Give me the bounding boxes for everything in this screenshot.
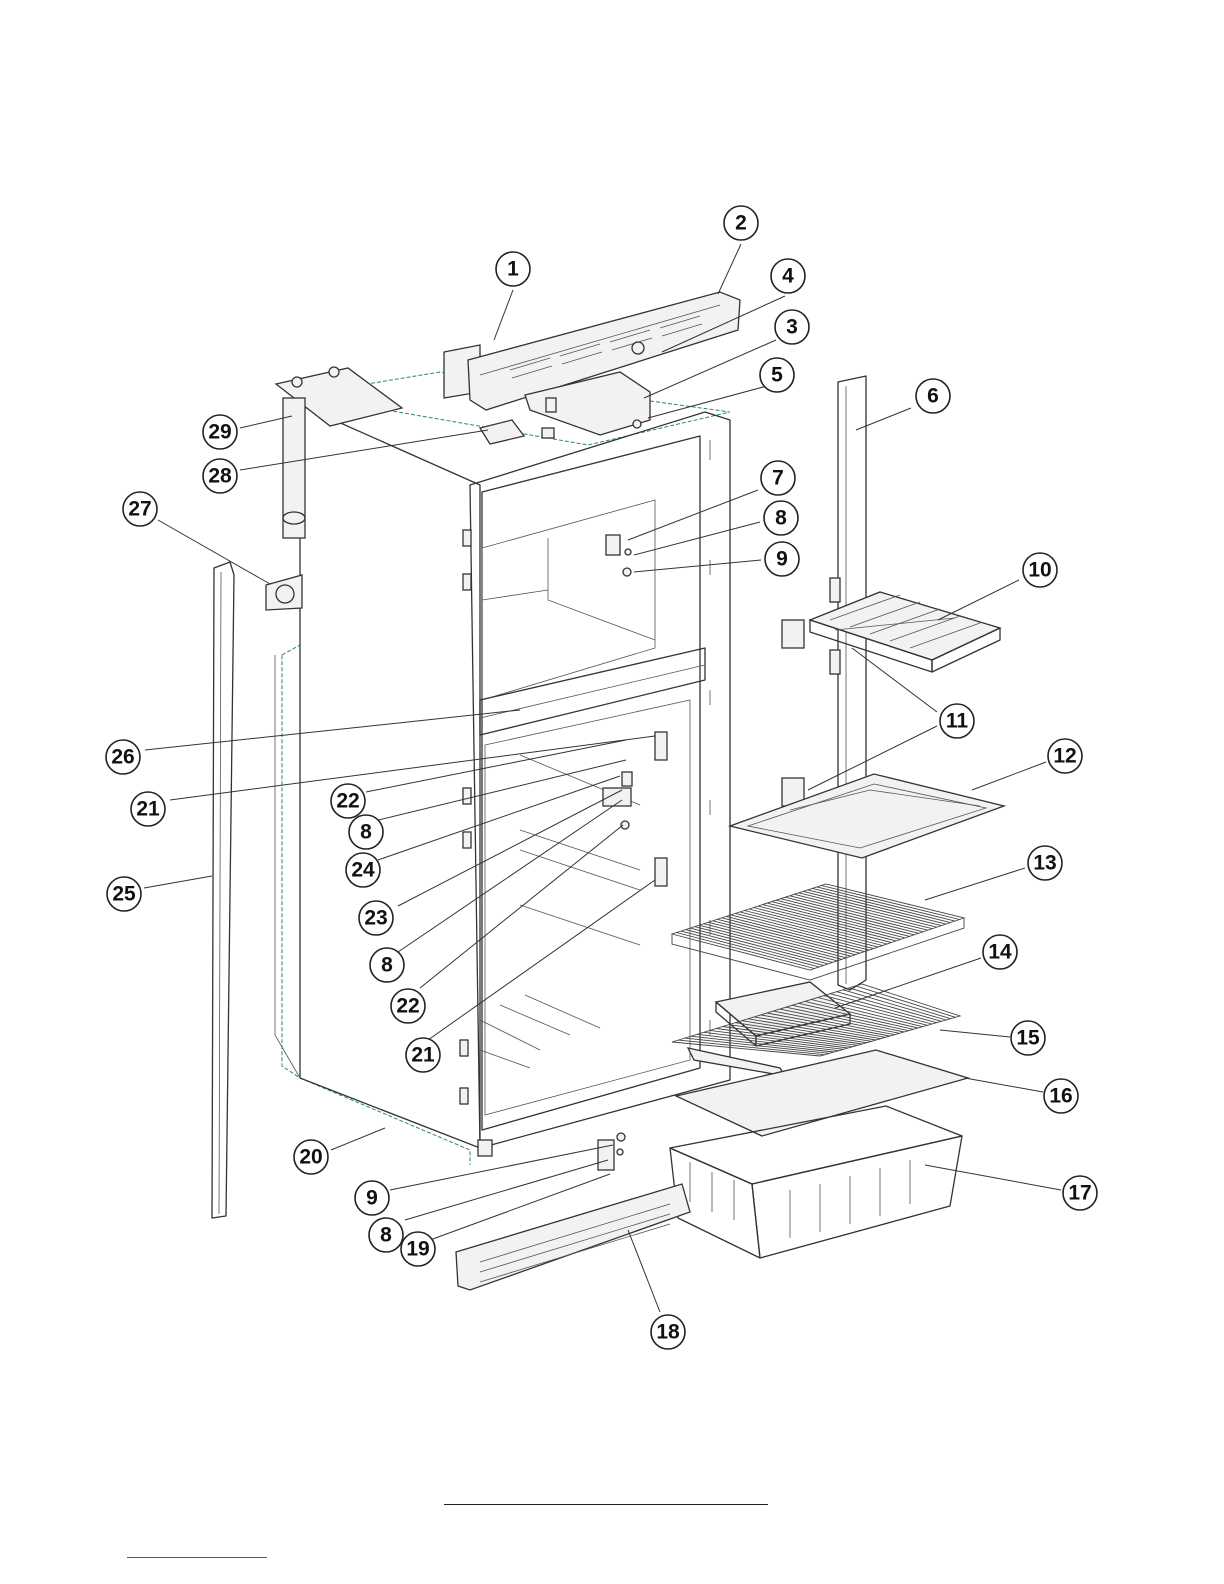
callout-23: 23 [359,901,393,935]
wire-shelf [672,884,964,980]
callout-label: 1 [507,258,519,281]
callout-label: 19 [406,1238,429,1261]
callout-label: 23 [364,907,387,930]
callout-21b: 21 [406,1038,440,1072]
callout-10: 10 [1023,553,1057,587]
callout-label: 24 [351,859,375,882]
callout-label: 9 [776,548,788,571]
callout-label: 8 [775,507,787,530]
callout-12: 12 [1048,739,1082,773]
callout-15: 15 [1011,1021,1045,1055]
callout-label: 8 [381,954,393,977]
bottom-grille [456,1184,690,1290]
glass-shelf [730,774,1004,858]
callout-1: 1 [496,252,530,286]
callout-label: 5 [771,364,783,387]
callout-label: 13 [1033,852,1056,875]
callout-label: 10 [1028,559,1051,582]
callout-28: 28 [203,459,237,493]
callout-label: 20 [299,1146,322,1169]
callout-label: 11 [946,710,969,733]
footer-rule [444,1504,768,1505]
callout-label: 7 [772,467,784,490]
callout-2: 2 [724,206,758,240]
callout-8a: 8 [764,501,798,535]
bottom-hinge [598,1133,625,1170]
callout-11: 11 [940,704,974,738]
callout-label: 28 [208,465,232,488]
callout-26: 26 [106,740,140,774]
callout-19: 19 [401,1232,435,1266]
callout-label: 12 [1053,745,1076,768]
callout-16: 16 [1044,1079,1078,1113]
callout-8d: 8 [369,1218,403,1252]
callout-label: 4 [782,265,794,288]
refrigerator-cabinet [275,372,730,1165]
callout-18: 18 [651,1315,685,1349]
callout-label: 6 [927,385,939,408]
callout-14: 14 [983,935,1017,969]
callout-label: 16 [1049,1085,1072,1108]
callout-17: 17 [1063,1176,1097,1210]
callout-label: 26 [111,746,134,769]
callout-label: 22 [336,790,359,813]
callout-label: 14 [988,941,1012,964]
door-gasket [212,562,234,1218]
callout-9a: 9 [765,542,799,576]
callout-label: 8 [380,1224,392,1247]
callout-label: 17 [1068,1182,1091,1205]
cabinet-hinges [460,530,471,1104]
callout-8c: 8 [370,948,404,982]
callout-5: 5 [760,358,794,392]
callout-label: 3 [786,316,798,339]
callout-label: 9 [366,1187,378,1210]
callout-22b: 22 [391,989,425,1023]
callout-13: 13 [1028,846,1062,880]
callout-label: 25 [112,883,136,906]
callout-6: 6 [916,379,950,413]
rear-components [266,367,402,610]
ice-trays [782,592,1000,806]
callout-label: 21 [136,798,160,821]
top-control-panel [444,292,740,444]
callout-8b: 8 [349,815,383,849]
crisper-bin [670,1106,962,1258]
callout-label: 22 [396,995,419,1018]
callout-21a: 21 [131,792,165,826]
callout-label: 27 [128,498,151,521]
callout-24: 24 [346,853,380,887]
callout-label: 29 [208,421,231,444]
callout-29: 29 [203,415,237,449]
callout-22a: 22 [331,784,365,818]
callout-label: 15 [1016,1027,1040,1050]
callout-label: 18 [656,1321,680,1344]
footer-link-underline[interactable] [127,1557,267,1558]
callout-4: 4 [771,259,805,293]
callout-3: 3 [775,310,809,344]
callout-label: 21 [411,1044,435,1067]
callout-25: 25 [107,877,141,911]
callout-label: 8 [360,821,372,844]
callout-7: 7 [761,461,795,495]
callout-label: 2 [735,212,747,235]
callout-20: 20 [294,1140,328,1174]
callout-27: 27 [123,492,157,526]
callout-9b: 9 [355,1181,389,1215]
